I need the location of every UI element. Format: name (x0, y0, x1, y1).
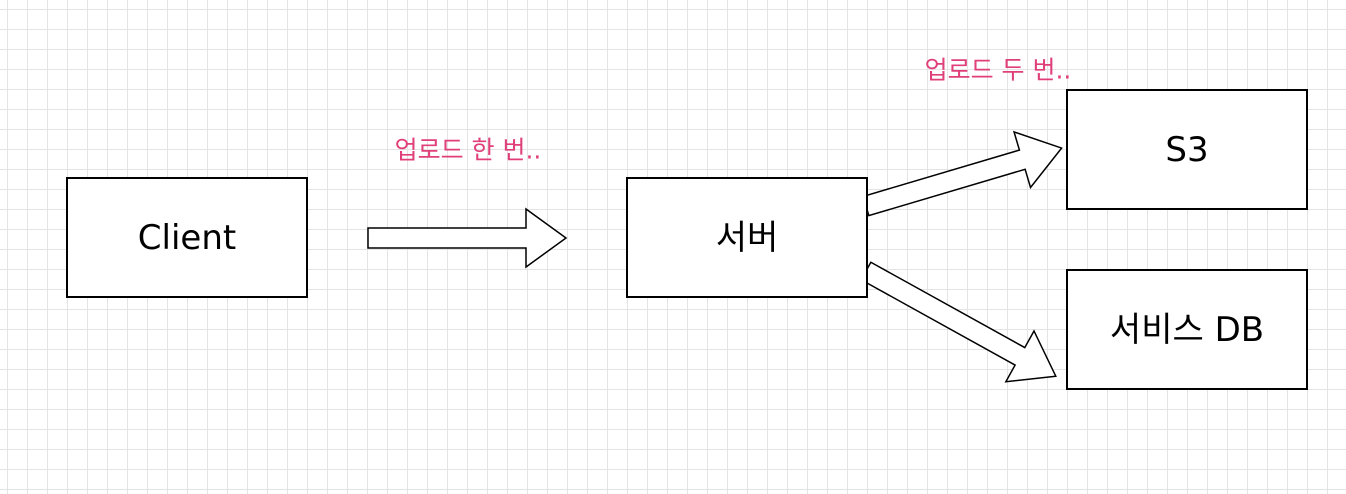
edge-server-to-s3[interactable] (858, 120, 1070, 234)
node-client-box (66, 177, 308, 298)
node-service-db-box (1066, 269, 1308, 390)
node-server-box (626, 177, 868, 298)
note-upload-twice: 업로드 두 번.. (925, 56, 1072, 85)
note-upload-once: 업로드 한 번.. (395, 136, 542, 165)
node-client[interactable]: Client (66, 177, 308, 298)
node-s3-label: S3 (1165, 130, 1208, 170)
block-arrow-right-icon (367, 207, 568, 269)
edge-client-to-server[interactable] (367, 207, 568, 269)
block-arrow-up-right-icon (862, 130, 1063, 217)
node-service-db-label: 서비스 DB (1110, 310, 1264, 350)
edge-server-to-service-db[interactable] (852, 246, 1070, 402)
node-s3[interactable]: S3 (1066, 89, 1308, 210)
node-server[interactable]: 서버 (626, 177, 868, 298)
node-client-label: Client (138, 218, 236, 258)
node-server-label: 서버 (716, 218, 779, 258)
node-service-db[interactable]: 서비스 DB (1066, 269, 1308, 390)
node-s3-box (1066, 89, 1308, 210)
block-arrow-down-right-icon (860, 261, 1057, 383)
